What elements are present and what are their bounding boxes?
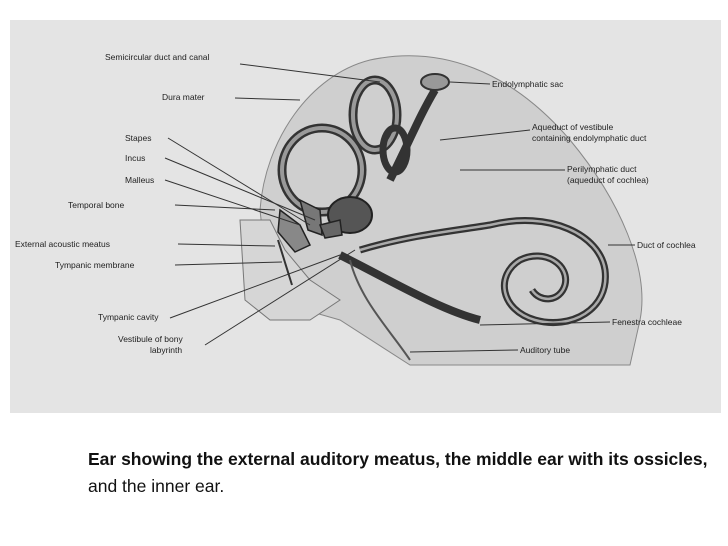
label-stapes: Stapes [125, 133, 151, 143]
label-semicircular-duct: Semicircular duct and canal [105, 52, 210, 62]
cochlea-duct-spiral [359, 219, 607, 324]
tympanic-membrane-line [277, 239, 293, 286]
figure-caption: Ear showing the external auditory meatus… [88, 446, 708, 500]
endolymphatic-sac [420, 73, 450, 91]
label-endolymphatic-sac: Endolymphatic sac [492, 79, 564, 89]
auditory-tube-shape [349, 259, 411, 361]
label-duct-of-cochlea: Duct of cochlea [637, 240, 696, 250]
semicircular-duct-posterior [280, 126, 364, 214]
label-temporal-bone: Temporal bone [68, 200, 125, 210]
label-vestibule-line2: labyrinth [150, 345, 182, 355]
label-perilymphatic-line2: (aqueduct of cochlea) [567, 175, 649, 185]
label-dura-mater: Dura mater [162, 92, 205, 102]
caption-normal: and the inner ear. [88, 476, 225, 496]
stapes-shape [318, 219, 343, 239]
endolymphatic-duct [386, 87, 439, 182]
semicircular-duct-upper [351, 78, 399, 152]
ear-diagram: Semicircular duct and canal Dura mater S… [10, 20, 721, 413]
ear-anatomy-illustration: Semicircular duct and canal Dura mater S… [15, 52, 696, 366]
label-perilymphatic-line1: Perilymphatic duct [567, 164, 637, 174]
scala-tympani [338, 251, 481, 324]
incus-shape [298, 198, 323, 237]
label-incus: Incus [125, 153, 145, 163]
label-tympanic-membrane: Tympanic membrane [55, 260, 135, 270]
label-external-acoustic-meatus: External acoustic meatus [15, 239, 110, 249]
label-tympanic-cavity: Tympanic cavity [98, 312, 159, 322]
leader-lines [164, 63, 635, 353]
label-aqueduct-line2: containing endolymphatic duct [532, 133, 647, 143]
caption-bold: Ear showing the external auditory meatus… [88, 449, 708, 469]
label-auditory-tube: Auditory tube [520, 345, 570, 355]
external-canal-shape [239, 219, 341, 321]
label-aqueduct-line1: Aqueduct of vestibule [532, 122, 614, 132]
label-fenestra-cochleae: Fenestra cochleae [612, 317, 682, 327]
label-malleus: Malleus [125, 175, 154, 185]
label-vestibule-line1: Vestibule of bony [118, 334, 183, 344]
